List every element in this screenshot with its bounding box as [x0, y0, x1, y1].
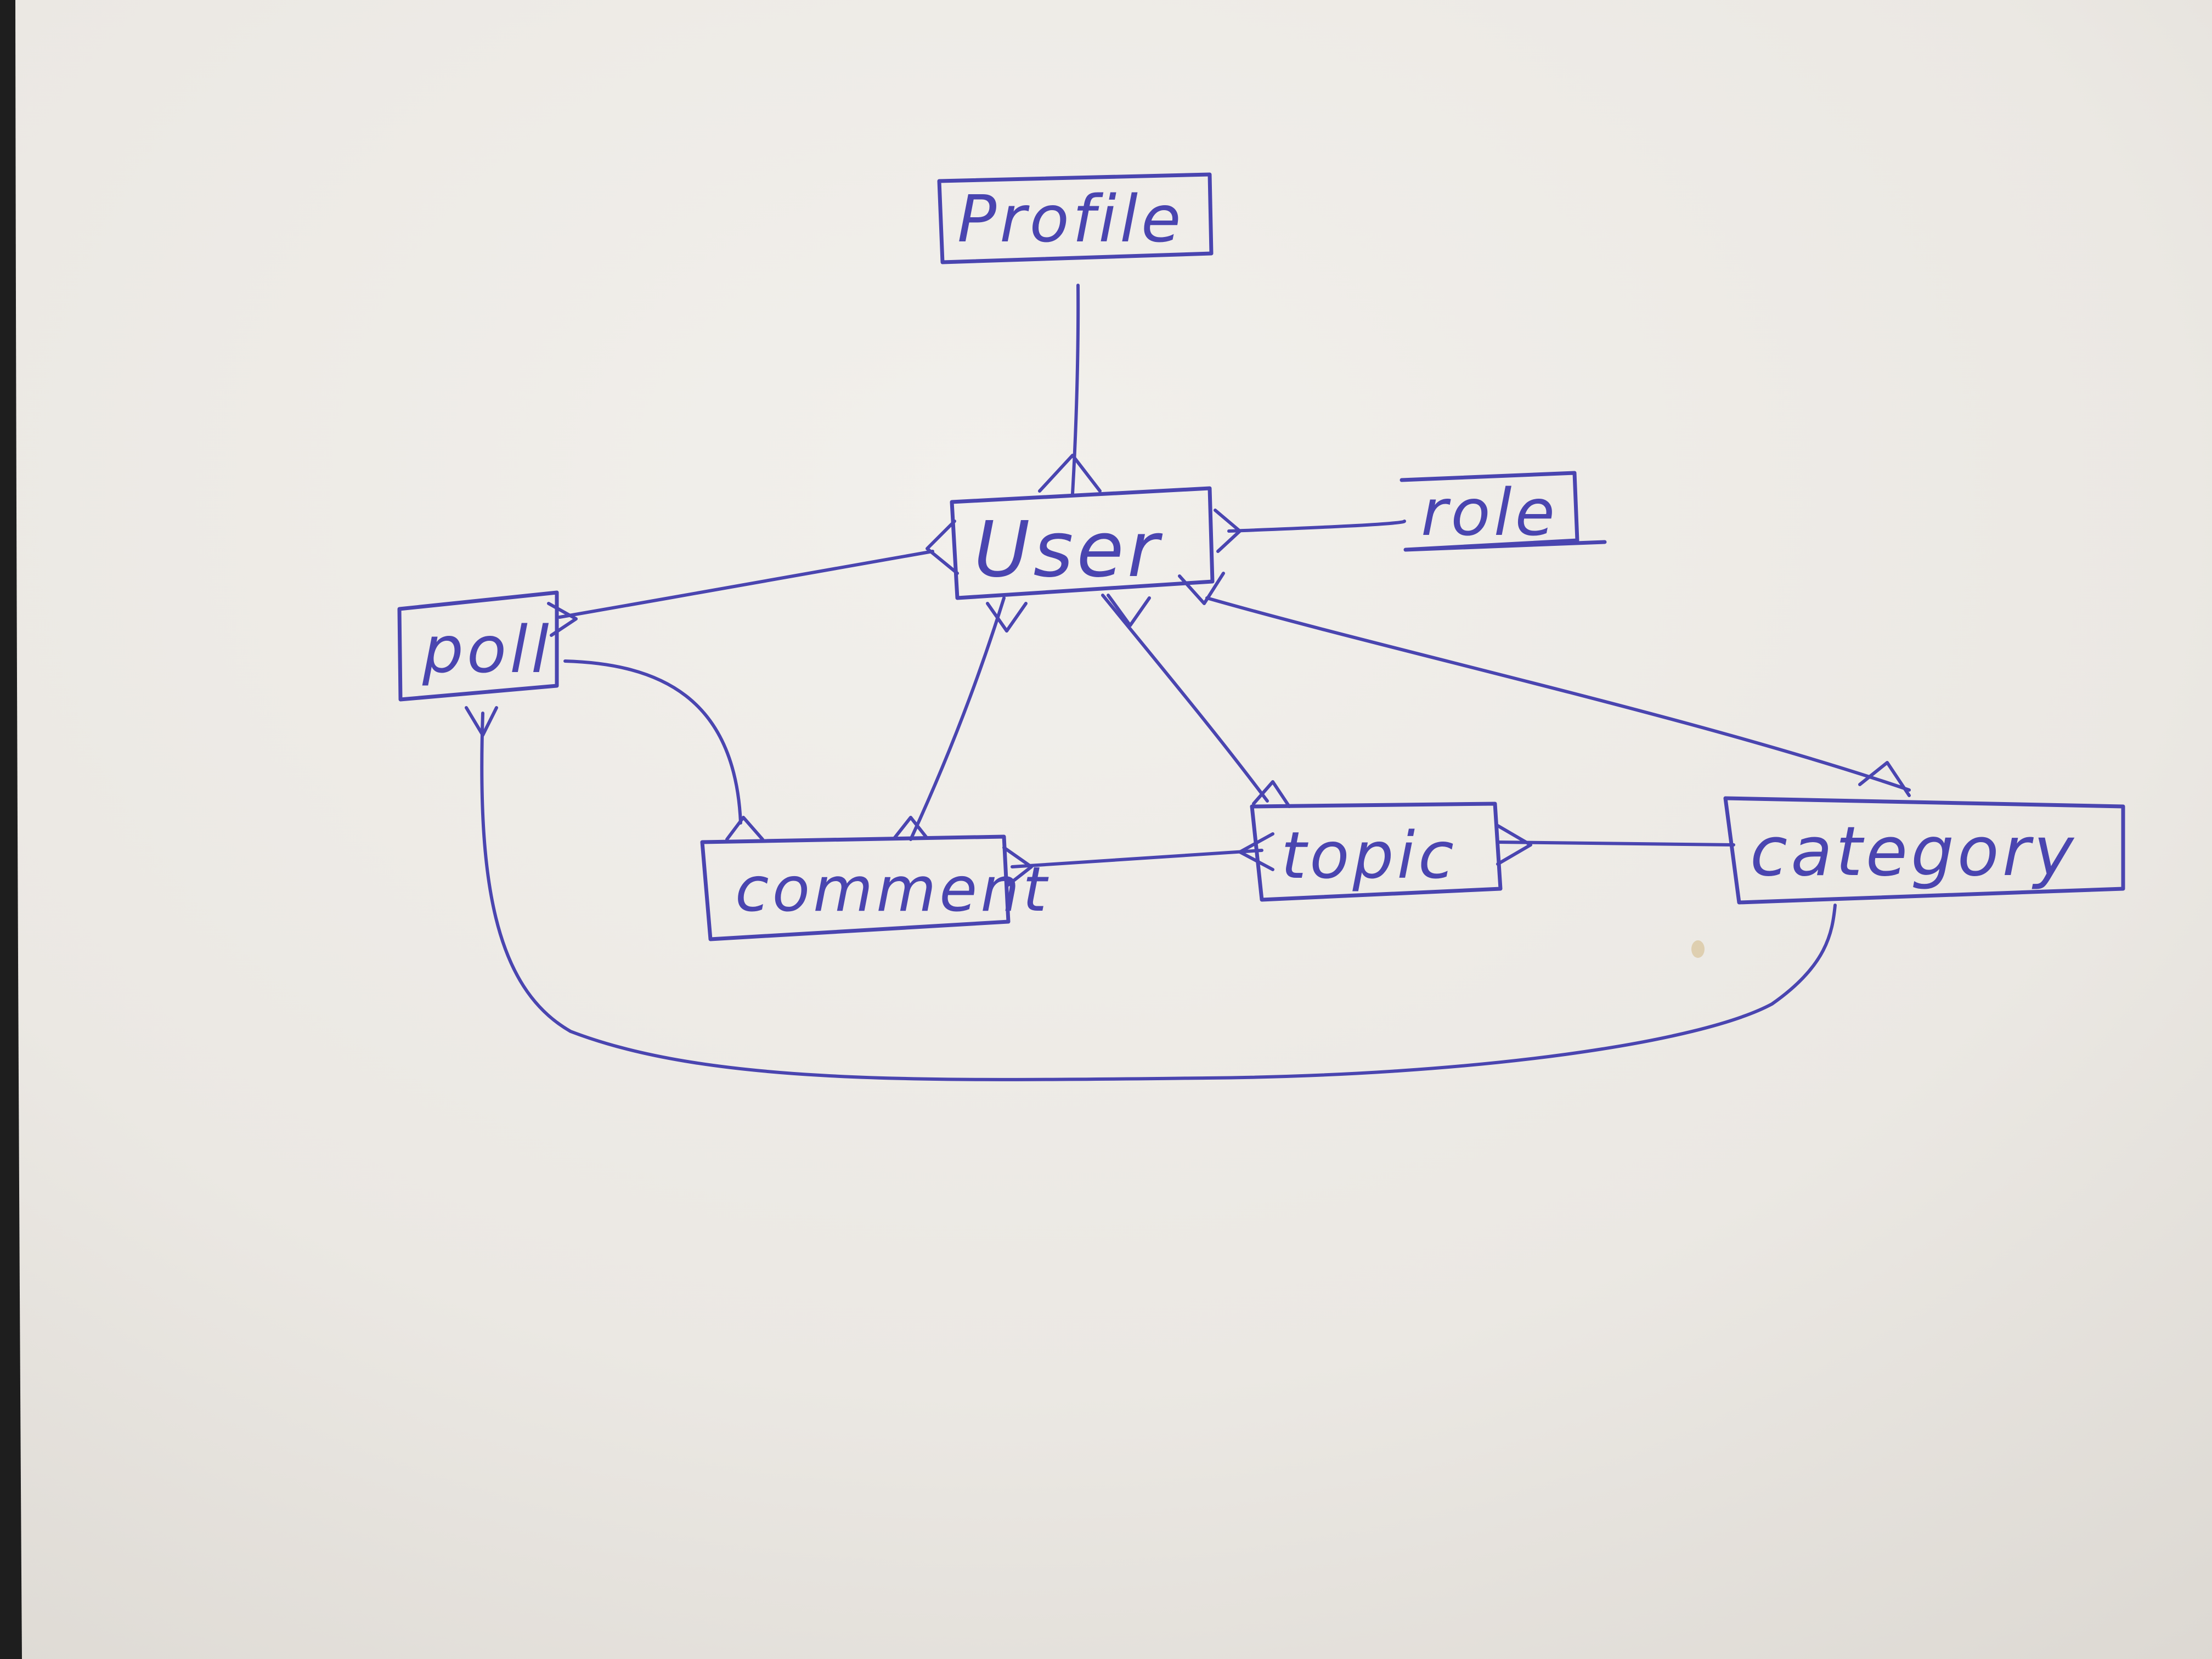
- crowfoot-poll-bottom: [465, 706, 498, 737]
- entity-poll: poll: [397, 590, 559, 702]
- entity-topic: topic: [1250, 802, 1503, 902]
- crowfoot-user-top: [1038, 454, 1102, 493]
- rel-user-topic: [1101, 594, 1269, 803]
- rel-poll-category: [480, 712, 1837, 1081]
- entity-category: category: [1723, 796, 2125, 905]
- rel-user-comment: [909, 596, 1006, 841]
- crowfoot-comment-top-right: [893, 816, 929, 840]
- entity-category-label: category: [1750, 812, 2077, 891]
- crowfoot-comment-top: [725, 816, 764, 841]
- rel-poll-comment: [563, 659, 742, 825]
- entity-role-label: role: [1421, 475, 1558, 550]
- entity-topic-label: topic: [1281, 817, 1457, 893]
- entity-role: role: [1400, 471, 1607, 552]
- entity-boxes: Profile User role poll comment topic: [397, 172, 2125, 941]
- entity-comment-label: comment: [735, 854, 1050, 926]
- crowfoot-user-right: [1214, 509, 1242, 553]
- rel-user-poll: [558, 550, 934, 619]
- paper-smudge: [1691, 940, 1705, 958]
- crowfoot-topic-top: [1252, 780, 1291, 808]
- entity-user: User: [950, 486, 1215, 600]
- entity-profile: Profile: [937, 172, 1214, 264]
- crowfoot-category-top: [1858, 761, 1911, 797]
- crowfoot-user-bottom-right: [1178, 572, 1225, 605]
- crowfoot-user-left: [926, 520, 959, 575]
- entity-user-label: User: [974, 505, 1163, 595]
- crowfoot-comment-right: [1002, 846, 1033, 888]
- crowfoot-topic-left: [1238, 832, 1274, 871]
- crowfoot-marks: [465, 454, 1911, 888]
- crowfoot-user-bottom-mid: [1107, 594, 1151, 627]
- relationship-lines: [480, 284, 1911, 1081]
- paper-surface: [15, 0, 2212, 1659]
- crowfoot-topic-right: [1496, 824, 1532, 866]
- rel-comment-topic: [1011, 849, 1263, 868]
- rel-profile-user: [1071, 284, 1080, 495]
- rel-user-category: [1205, 596, 1911, 792]
- rel-topic-category: [1496, 840, 1735, 847]
- entity-comment: comment: [700, 834, 1050, 941]
- crowfoot-user-bottom-left: [986, 602, 1028, 633]
- rel-user-role: [1227, 520, 1406, 533]
- entity-poll-label: poll: [422, 612, 552, 687]
- entity-profile-label: Profile: [957, 181, 1184, 257]
